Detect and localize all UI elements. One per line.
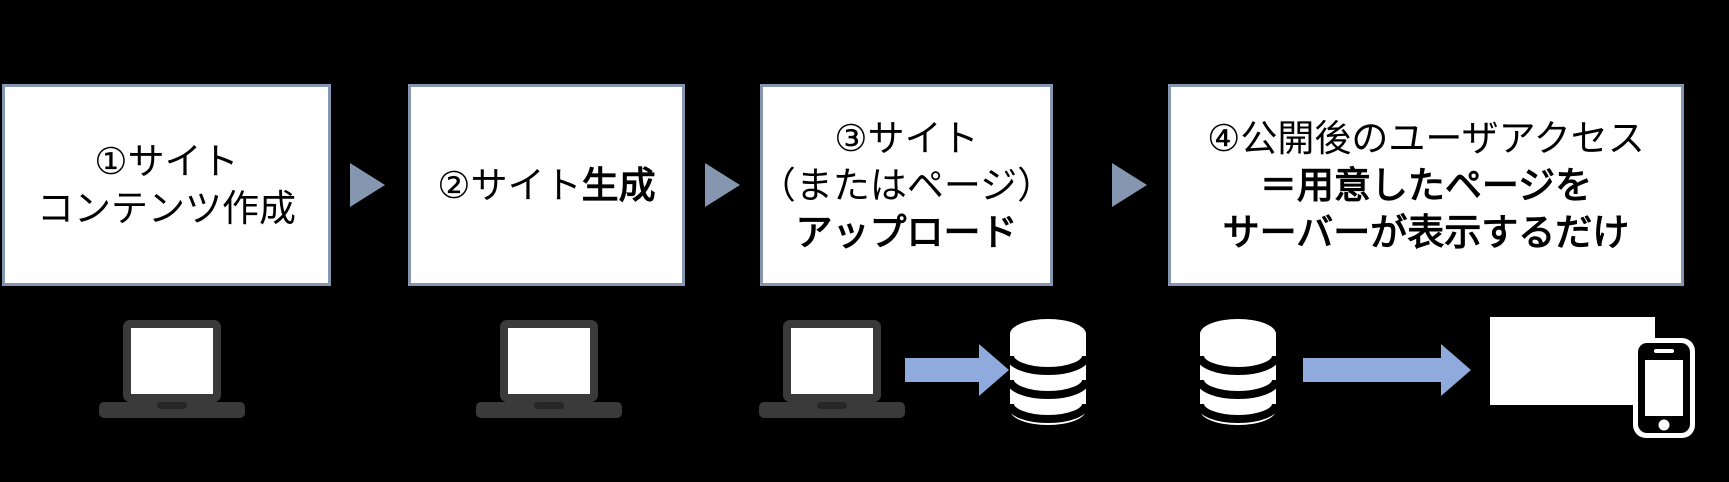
step-text-line: ＝用意したページを bbox=[1260, 162, 1592, 209]
step-text-segment: 生成 bbox=[581, 163, 656, 207]
laptop-icon bbox=[99, 320, 245, 418]
laptop-icon bbox=[759, 320, 905, 418]
step-text-line: サーバーが表示するだけ bbox=[1223, 209, 1630, 256]
step-box-1: ①サイトコンテンツ作成 bbox=[2, 84, 331, 286]
triangle-right-icon bbox=[705, 163, 740, 207]
step-text-segment: ①サイト bbox=[94, 140, 239, 183]
database-icon bbox=[1006, 319, 1090, 425]
laptop-icon bbox=[476, 320, 622, 418]
step-text-line: （またはページ） bbox=[759, 162, 1054, 209]
step-text-segment: ③サイト bbox=[834, 116, 979, 160]
database-icon bbox=[1196, 319, 1280, 425]
smartphone-icon bbox=[1633, 338, 1695, 438]
step-text-segment: サーバーが表示するだけ bbox=[1222, 210, 1630, 254]
step-text-segment: アップロード bbox=[795, 210, 1018, 254]
step-text-segment: ＝用意したページを bbox=[1259, 163, 1593, 207]
step-text-line: ④公開後のユーザアクセス bbox=[1207, 115, 1645, 162]
step-text-line: ①サイト bbox=[94, 138, 238, 185]
triangle-right-icon bbox=[1112, 163, 1147, 207]
step-text-line: アップロード bbox=[796, 209, 1018, 256]
arrow-right-icon bbox=[1303, 344, 1471, 396]
step-text-segment: ②サイト bbox=[437, 163, 582, 207]
monitor-icon bbox=[1490, 317, 1655, 405]
step-box-2: ②サイト生成 bbox=[408, 84, 685, 286]
step-text-segment: （またはページ） bbox=[758, 163, 1055, 207]
triangle-right-icon bbox=[350, 163, 385, 207]
step-text-line: ②サイト生成 bbox=[437, 162, 655, 209]
arrow-right-icon bbox=[905, 344, 1009, 396]
step-text-line: コンテンツ作成 bbox=[37, 185, 296, 232]
step-box-3: ③サイト（またはページ）アップロード bbox=[759, 84, 1054, 286]
step-box-4: ④公開後のユーザアクセス＝用意したページをサーバーが表示するだけ bbox=[1168, 84, 1684, 286]
step-text-segment: コンテンツ作成 bbox=[37, 187, 296, 230]
step-text-line: ③サイト bbox=[834, 115, 978, 162]
step-text-segment: ④公開後のユーザアクセス bbox=[1207, 116, 1645, 160]
